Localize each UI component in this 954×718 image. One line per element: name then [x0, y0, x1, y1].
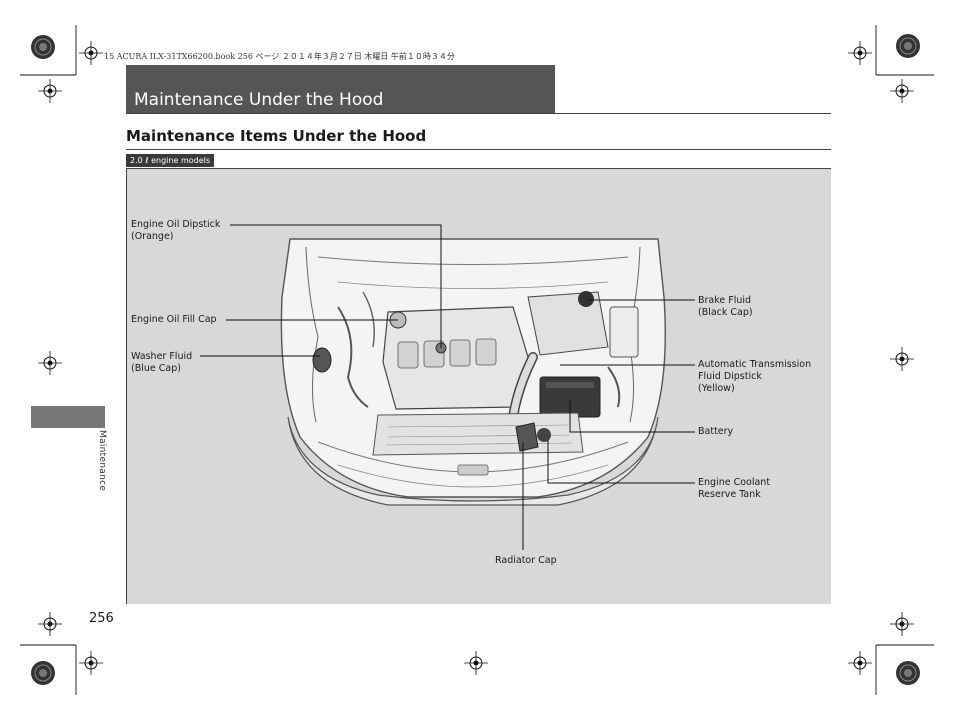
callout-line: Radiator Cap [495, 555, 557, 566]
callout-atf-dipstick: Automatic Transmission Fluid Dipstick (Y… [698, 359, 811, 395]
engine-model-tag: 2.0 ℓ engine models [126, 154, 215, 167]
page-number: 256 [89, 611, 114, 626]
callout-washer-fluid: Washer Fluid (Blue Cap) [131, 351, 192, 375]
chapter-header: Maintenance Under the Hood [126, 65, 555, 114]
callout-brake-fluid: Brake Fluid (Black Cap) [698, 295, 753, 319]
section-rule [126, 149, 831, 150]
callout-engine-coolant-reserve-tank: Engine Coolant Reserve Tank [698, 477, 770, 501]
callout-line: Washer Fluid [131, 351, 193, 362]
section-title: Maintenance Items Under the Hood [126, 127, 427, 145]
callout-radiator-cap: Radiator Cap [495, 555, 557, 567]
chapter-side-label: Maintenance [97, 430, 107, 492]
callout-line: Automatic Transmission [698, 359, 812, 370]
chapter-rule [126, 113, 831, 114]
callout-engine-oil-fill-cap: Engine Oil Fill Cap [131, 314, 217, 326]
callout-line: Brake Fluid [698, 295, 752, 306]
callout-engine-oil-dipstick: Engine Oil Dipstick (Orange) [131, 219, 220, 243]
chapter-side-tab[interactable] [31, 406, 105, 428]
chapter-title: Maintenance Under the Hood [134, 90, 384, 110]
callout-line: Reserve Tank [698, 489, 761, 500]
callout-line: Battery [698, 426, 734, 437]
engine-bay-illustration [280, 238, 666, 506]
callout-line: (Orange) [131, 231, 174, 242]
callout-line: Engine Coolant [698, 477, 771, 488]
callout-line: Fluid Dipstick [698, 371, 762, 382]
print-header: 15 ACURA ILX-31TX66200.book 256 ページ ２０１４… [104, 52, 455, 61]
callout-line: (Yellow) [698, 383, 735, 394]
callout-line: Engine Oil Dipstick [131, 219, 221, 230]
callout-line: (Black Cap) [698, 307, 753, 318]
callout-line: Engine Oil Fill Cap [131, 314, 217, 325]
callout-battery: Battery [698, 426, 733, 438]
callout-line: (Blue Cap) [131, 363, 181, 374]
